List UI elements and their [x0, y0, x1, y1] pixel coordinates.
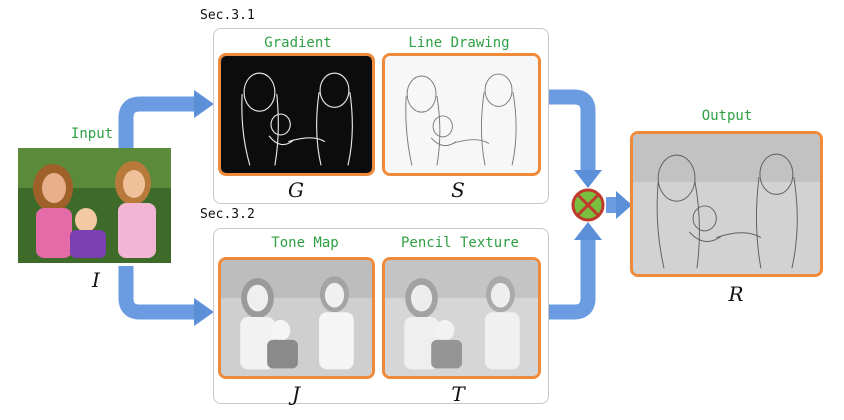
line-drawing-panel — [382, 53, 541, 176]
arrow-T-to-multiply — [546, 238, 596, 320]
symbol-G: G — [288, 178, 304, 202]
output-panel — [630, 131, 823, 277]
line-drawing-label: Line Drawing — [408, 35, 510, 51]
arrow-head-tonemap — [194, 298, 214, 326]
arrow-input-to-tonemap — [118, 266, 196, 320]
input-photo — [18, 148, 171, 263]
symbol-I: I — [92, 268, 100, 292]
arrow-S-to-multiply — [546, 89, 596, 172]
tone-map-label: Tone Map — [271, 235, 339, 251]
symbol-T: T — [451, 382, 465, 406]
multiply-circle-icon — [571, 188, 605, 222]
arrow-head-T — [574, 222, 602, 240]
symbol-R: R — [728, 282, 744, 306]
symbol-S: S — [451, 178, 465, 202]
tone-map-panel — [218, 257, 375, 379]
gradient-label: Gradient — [264, 35, 332, 51]
section-label-3-1: Sec.3.1 — [200, 8, 255, 23]
gradient-panel — [218, 53, 375, 176]
output-label: Output — [701, 108, 753, 124]
symbol-J: J — [291, 382, 301, 406]
arrow-head-gradient — [194, 90, 214, 118]
arrow-head-output — [616, 191, 632, 219]
arrow-head-S — [574, 170, 602, 188]
section-label-3-2: Sec.3.2 — [200, 207, 255, 222]
input-label: Input — [70, 126, 114, 142]
arrow-input-to-gradient — [118, 96, 196, 152]
pencil-texture-label: Pencil Texture — [400, 235, 519, 251]
pencil-texture-panel — [382, 257, 541, 379]
